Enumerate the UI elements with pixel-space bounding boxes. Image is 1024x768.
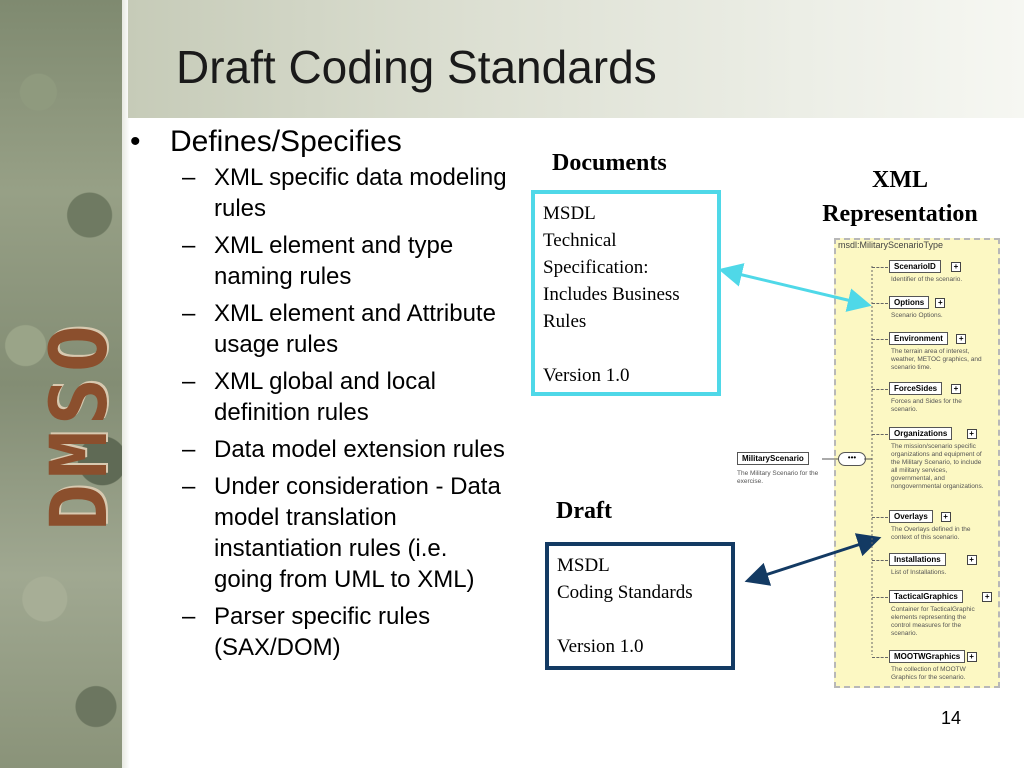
bullet-dot: • <box>130 125 141 158</box>
xml-element-node: Options <box>889 296 930 309</box>
coding-standards-box: MSDL Coding Standards Version 1.0 <box>545 542 735 670</box>
bullet-list: • Defines/Specifies –XML specific data m… <box>130 124 510 669</box>
tech-box-line: Includes Business <box>543 284 680 305</box>
xml-element-desc: Identifier of the scenario. <box>891 276 963 283</box>
xml-element-desc: Scenario Options. <box>891 312 943 319</box>
sub-bullet-text: XML global and local definition rules <box>214 368 436 426</box>
xml-element-node: Installations <box>889 553 946 566</box>
sub-bullet-text: Data model extension rules <box>214 436 505 463</box>
sub-bullet-text: Under consideration - Data model transla… <box>214 473 501 593</box>
slide-title: Draft Coding Standards <box>176 41 657 93</box>
arrow-tech-to-xml <box>718 263 872 312</box>
documents-label: Documents <box>552 150 667 176</box>
xml-label-line1: XML <box>872 167 928 193</box>
xml-element-node: ForceSides <box>889 382 943 395</box>
xml-representation-label: XML Representation <box>800 163 1000 231</box>
coding-box-version: Version 1.0 <box>557 636 644 657</box>
bullet-main: • Defines/Specifies <box>130 124 510 160</box>
xml-branch <box>872 389 888 390</box>
tech-box-line: Specification: <box>543 257 649 278</box>
sub-bullet: –XML element and type naming rules <box>182 232 454 290</box>
xml-element-node: Organizations <box>889 427 953 440</box>
tech-box-version: Version 1.0 <box>543 365 630 386</box>
expand-icon: + <box>951 262 961 272</box>
sub-bullet: –XML element and Attribute usage rules <box>182 300 496 358</box>
expand-icon: + <box>940 512 951 522</box>
xml-label-line2: Representation <box>822 201 978 227</box>
arrow-coding-to-xml <box>744 533 882 586</box>
xml-branch <box>872 303 888 304</box>
sub-bullet: –Under consideration - Data model transl… <box>182 473 501 593</box>
coding-box-line: Coding Standards <box>557 582 693 603</box>
xml-element-desc: The Overlays defined in the context of t… <box>891 526 971 541</box>
tech-box-line: Rules <box>543 311 587 332</box>
xml-element-node: Overlays <box>889 510 933 523</box>
expand-icon: + <box>966 652 977 662</box>
title-band <box>128 0 1024 118</box>
xml-root-node: MilitaryScenario <box>737 452 809 465</box>
sub-bullet: –Data model extension rules <box>182 436 505 463</box>
expand-icon: + <box>956 334 967 344</box>
xml-element-desc: The mission/scenario specific organizati… <box>891 443 984 490</box>
xml-branch <box>872 517 888 518</box>
xml-element-node: ScenarioID <box>889 260 941 273</box>
sub-bullet: –XML global and local definition rules <box>182 368 436 426</box>
sub-bullet: –XML specific data modeling rules <box>182 164 507 222</box>
xml-element-node: TacticalGraphics <box>889 590 963 603</box>
side-strip-edge <box>122 0 130 768</box>
expand-icon: + <box>966 429 977 439</box>
xml-element-desc: Container for TacticalGraphic elements r… <box>891 606 975 637</box>
xml-branch <box>872 434 888 435</box>
tech-box-line: MSDL <box>543 203 596 224</box>
xml-element-desc: The collection of MOOTW Graphics for the… <box>891 666 966 681</box>
xml-element-node: Environment <box>889 332 948 345</box>
xml-element-node: MOOTWGraphics <box>889 650 966 663</box>
expand-icon: + <box>966 555 977 565</box>
draft-label: Draft <box>556 498 612 524</box>
xml-branch <box>872 597 888 598</box>
xml-branch <box>872 267 888 268</box>
xml-branch <box>872 339 888 340</box>
decorative-side-strip: DMSO <box>0 0 128 768</box>
page-number: 14 <box>941 708 962 728</box>
expand-icon: + <box>982 592 993 602</box>
xml-element-desc: List of Installations. <box>891 569 947 576</box>
xml-schema-header: msdl:MilitaryScenarioType <box>838 240 944 250</box>
expand-icon: + <box>951 384 961 394</box>
sub-bullet-text: XML specific data modeling rules <box>214 164 507 222</box>
sub-bullet-text: XML element and type naming rules <box>214 232 454 290</box>
sub-bullet: –Parser specific rules (SAX/DOM) <box>182 603 431 661</box>
xml-branch <box>872 657 888 658</box>
sub-bullet-list: –XML specific data modeling rules –XML e… <box>130 162 510 663</box>
coding-box-line: MSDL <box>557 555 610 576</box>
technical-spec-box: MSDL Technical Specification: Includes B… <box>531 190 721 396</box>
expand-icon: + <box>935 298 946 308</box>
xml-element-desc: The terrain area of interest, weather, M… <box>891 348 982 371</box>
xml-element-desc: Forces and Sides for the scenario. <box>891 398 962 413</box>
bullet-main-text: Defines/Specifies <box>170 125 402 158</box>
sub-bullet-text: Parser specific rules (SAX/DOM) <box>214 603 431 661</box>
tech-box-line: Technical <box>543 230 617 251</box>
sub-bullet-text: XML element and Attribute usage rules <box>214 300 496 358</box>
xml-root-desc: The Military Scenario for the exercise. <box>737 470 819 485</box>
